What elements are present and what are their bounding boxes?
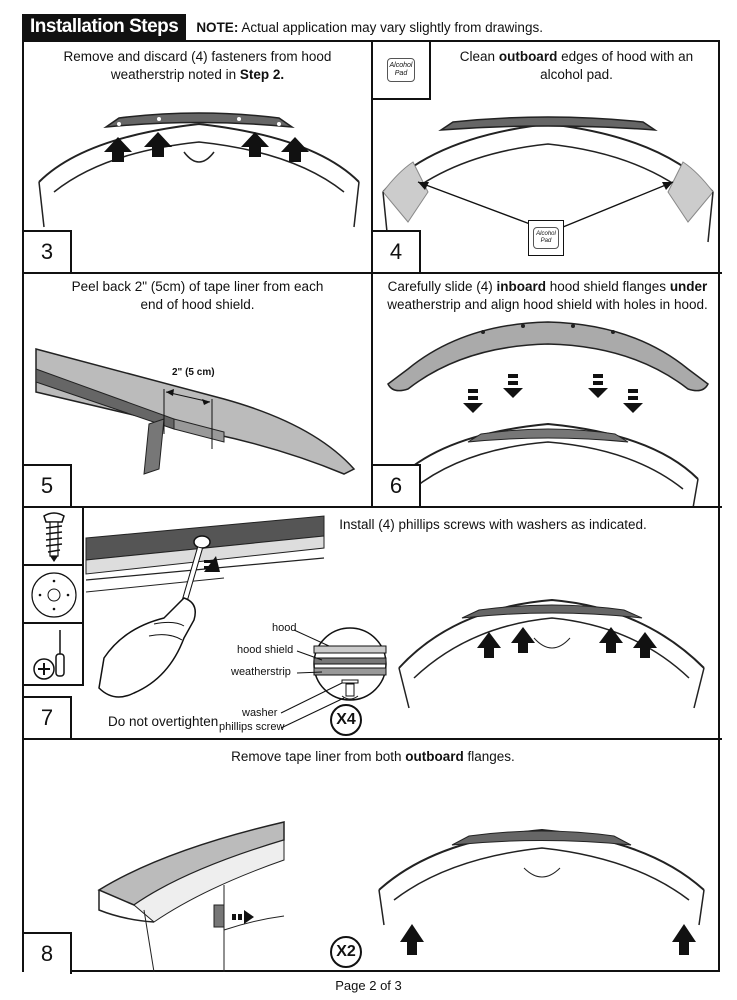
- note-label: NOTE:: [196, 19, 239, 35]
- step-5-caption: Peel back 2" (5cm) of tape liner from ea…: [71, 279, 324, 312]
- step-3-number: 3: [24, 230, 72, 272]
- step-8-drawing: [97, 821, 705, 973]
- washer-label: washer: [242, 707, 278, 719]
- step-6-drawing: [387, 321, 709, 506]
- step-4-hood-drawing: [382, 116, 714, 243]
- step-6-caption: Carefully slide (4) inboard hood shield …: [387, 279, 708, 312]
- weatherstrip-label: weatherstrip: [231, 666, 291, 678]
- step-5-dimension: 2" (5 cm): [172, 367, 215, 378]
- steps-grid: Remove and discard (4) fasteners from ho…: [22, 40, 722, 974]
- washer-icon: [24, 566, 84, 624]
- step-8-panel: Remove tape liner from both outboard fla…: [24, 740, 722, 974]
- step-3-panel: Remove and discard (4) fasteners from ho…: [24, 42, 373, 274]
- step-7-caption: Install (4) phillips screws with washers…: [339, 517, 647, 532]
- header: Installation Steps NOTE: Actual applicat…: [22, 14, 543, 40]
- hood-shield-label: hood shield: [237, 644, 294, 656]
- step-8-caption: Remove tape liner from both outboard fla…: [231, 749, 515, 764]
- phillips-screw-label: phillips screw: [219, 721, 285, 733]
- note-text: Actual application may vary slightly fro…: [241, 19, 543, 35]
- step-8-number: 8: [24, 932, 72, 974]
- step-7-closeup-drawing: [85, 515, 705, 729]
- step-7-panel: hood hood shield weatherstrip washer phi…: [24, 508, 722, 740]
- phillips-screwdriver-icon: [24, 624, 84, 686]
- step-3-caption: Remove and discard (4) fasteners from ho…: [63, 49, 332, 82]
- screw-icon: [24, 508, 84, 566]
- step-4-caption: Clean outboard edges of hood with an alc…: [459, 49, 694, 82]
- step-4-number: 4: [373, 230, 421, 272]
- quantity-badge-x4: X4: [330, 704, 362, 736]
- section-title: Installation Steps: [22, 14, 187, 40]
- step-7-number: 7: [24, 696, 72, 738]
- step-7-warning: Do not overtighten: [108, 714, 219, 729]
- note: NOTE: Actual application may vary slight…: [196, 20, 543, 35]
- step-5-panel: Peel back 2" (5cm) of tape liner from ea…: [24, 274, 373, 508]
- step-3-hood-drawing: [38, 112, 360, 228]
- step-6-panel: Carefully slide (4) inboard hood shield …: [373, 274, 722, 508]
- step-5-shield-drawing: [35, 348, 356, 475]
- quantity-badge-x2: X2: [330, 936, 362, 968]
- page-number: Page 2 of 3: [335, 978, 402, 993]
- hood-label: hood: [272, 622, 297, 634]
- step-6-number: 6: [373, 464, 421, 506]
- step-5-number: 5: [24, 464, 72, 506]
